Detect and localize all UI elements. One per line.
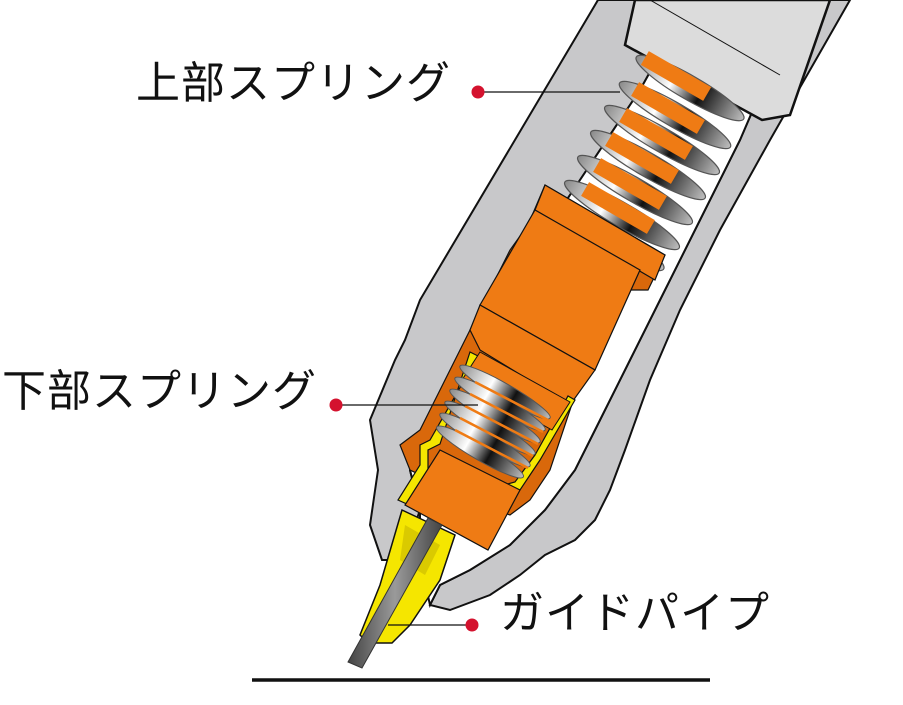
upper-spring <box>555 51 745 272</box>
pointer-dot-guide <box>465 618 479 632</box>
label-guide-pipe: ガイドパイプ <box>500 588 770 639</box>
leader-lower <box>329 398 478 412</box>
top-cap <box>623 0 832 122</box>
leader-guide <box>388 618 479 632</box>
label-lower-spring: 下部スプリング <box>2 366 317 417</box>
pointer-dot-lower <box>329 398 343 412</box>
leader-upper <box>471 85 620 99</box>
lower-chuck <box>404 351 571 551</box>
pointer-dot-upper <box>471 85 485 99</box>
pencil-lead <box>347 517 443 669</box>
label-upper-spring: 上部スプリング <box>136 58 451 109</box>
